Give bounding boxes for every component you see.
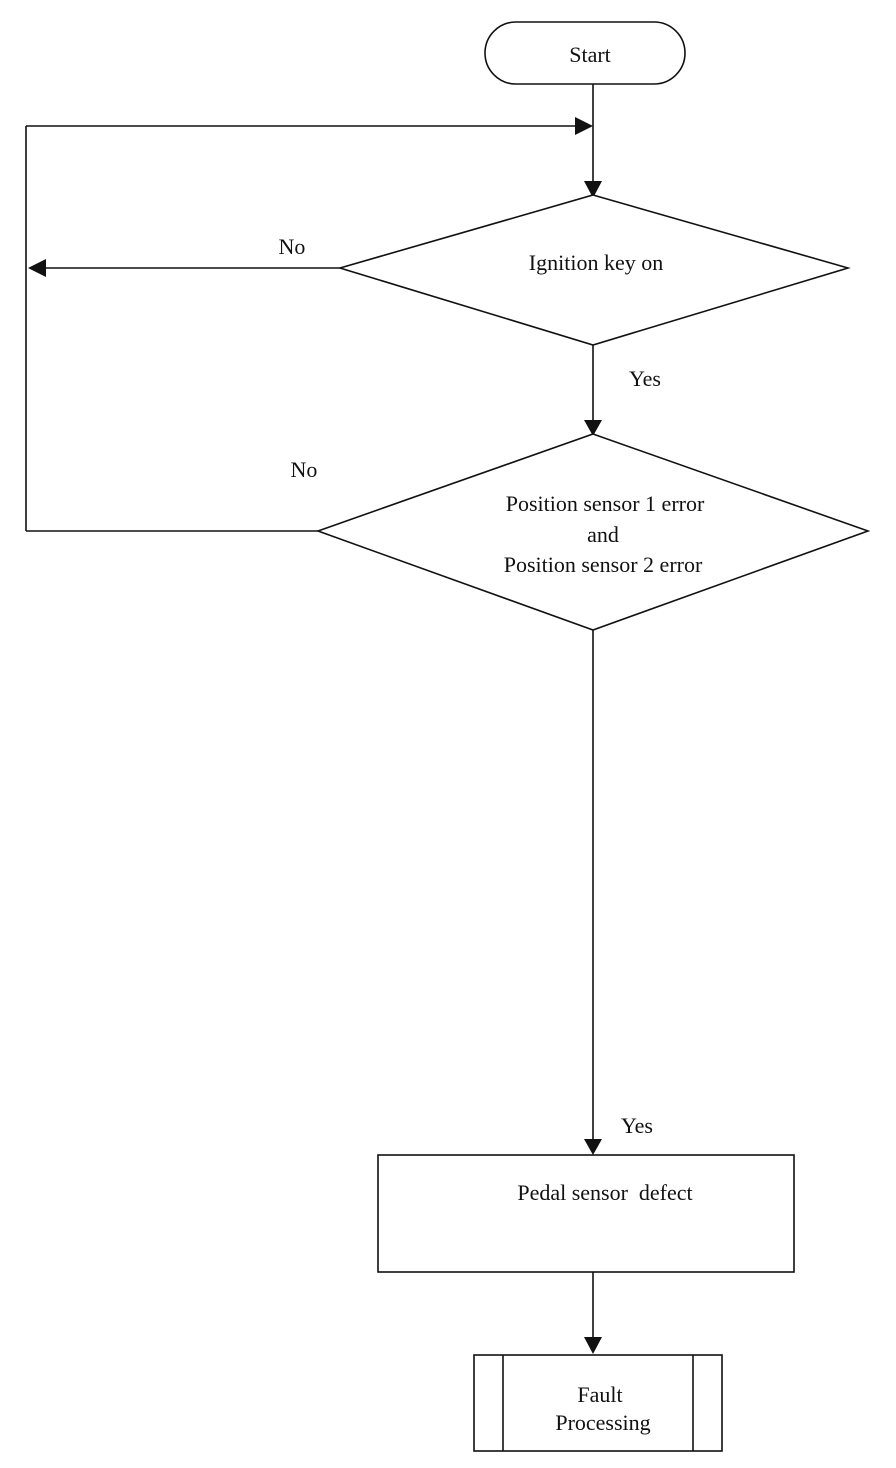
arrowhead-into-sensors [584,420,602,436]
pedal-sensor-defect-label: Pedal sensor defect [517,1180,692,1205]
sensors-decision-line3: Position sensor 2 error [504,552,703,577]
ignition-decision-label: Ignition key on [529,250,663,275]
arrowhead-into-fault [584,1337,602,1354]
fault-processing-line2: Processing [555,1410,650,1435]
arrowhead-ignition-no [28,259,46,277]
ignition-no-label: No [279,234,306,259]
fault-processing-box [473,1354,723,1452]
sensors-decision-line2: and [587,522,619,547]
sensors-no-label: No [291,457,318,482]
sensors-yes-label: Yes [621,1113,653,1138]
start-terminator [484,21,686,85]
fault-processing-line1: Fault [577,1382,622,1407]
start-label: Start [569,42,611,67]
pedal-sensor-defect-box [377,1154,795,1273]
arrowhead-loopback-merge [575,117,593,135]
sensors-decision-line1: Position sensor 1 error [506,491,705,516]
arrowhead-into-defect [584,1139,602,1155]
ignition-yes-label: Yes [629,366,661,391]
arrowhead-into-ignition [584,181,602,198]
